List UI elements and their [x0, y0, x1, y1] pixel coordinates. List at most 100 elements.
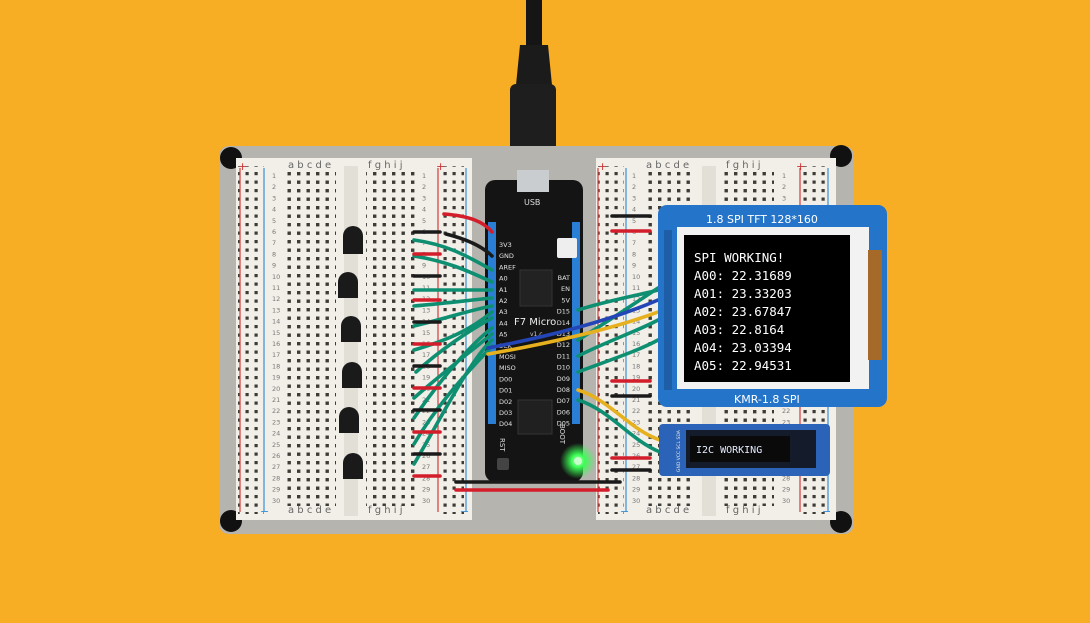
- row-number: 8: [632, 250, 636, 258]
- row-number: 24: [272, 430, 280, 438]
- mcu-pin-label: D02: [499, 398, 512, 406]
- row-number: 9: [422, 262, 426, 270]
- row-number: 28: [782, 474, 790, 482]
- row-number: 30: [272, 497, 280, 505]
- mcu-pin-label: A0: [499, 275, 508, 283]
- mcu-pin-label: D10: [557, 364, 570, 372]
- mcu-pin-label: D13: [557, 330, 570, 338]
- row-number: 22: [272, 407, 280, 415]
- row-number: 11: [422, 284, 430, 292]
- row-number: 1: [272, 172, 276, 180]
- row-number: 15: [422, 329, 430, 337]
- mcu-pin-label: D06: [557, 408, 570, 416]
- row-number: 8: [272, 250, 276, 258]
- row-number: 1: [422, 172, 426, 180]
- row-number: 23: [632, 418, 640, 426]
- row-number: 17: [272, 351, 280, 359]
- tft-line-a03: A03: 22.8164: [694, 322, 784, 337]
- row-number: 5: [632, 217, 636, 225]
- row-number: 11: [272, 284, 280, 292]
- mcu-pin-label: A4: [499, 319, 508, 327]
- oled-pin-labels: GND VCC SCL SDA: [676, 429, 682, 472]
- right-top-letters-fj: f g h i j: [726, 160, 760, 171]
- left-top-letters-ae: a b c d e: [288, 160, 331, 171]
- row-number: 2: [782, 183, 786, 191]
- row-number: 26: [272, 452, 280, 460]
- mcu-pin-label: D05: [557, 420, 570, 428]
- mcu-pin-label: D11: [557, 352, 570, 360]
- mcu-pin-label: A2: [499, 297, 508, 305]
- row-number: 7: [632, 239, 636, 247]
- row-number: 12: [272, 295, 280, 303]
- row-number: 11: [632, 284, 640, 292]
- mcu-pin-label: GND: [499, 252, 514, 260]
- row-number: 30: [632, 497, 640, 505]
- reset-button[interactable]: [497, 458, 509, 470]
- row-number: 6: [272, 228, 276, 236]
- row-number: 3: [422, 194, 426, 202]
- mcu-pin-label: A1: [499, 286, 508, 294]
- rail-plus-label: +: [436, 160, 445, 173]
- mcu-pin-label: AREF: [499, 263, 516, 271]
- mcu-pin-label: BAT: [558, 274, 570, 282]
- status-led: [574, 457, 582, 465]
- oled-text: I2C WORKING: [696, 445, 762, 456]
- rail-minus-label: −: [620, 505, 629, 518]
- mcu-pin-label: D12: [557, 341, 570, 349]
- row-number: 25: [272, 441, 280, 449]
- row-number: 13: [422, 306, 430, 314]
- mcu-pin-label: 3V3: [499, 241, 512, 249]
- row-number: 27: [422, 463, 430, 471]
- row-number: 29: [422, 486, 430, 494]
- reset-label: RST: [498, 438, 506, 452]
- tft-header-label: 1.8 SPI TFT 128*160: [706, 213, 818, 226]
- mcu-pin-label: 5V: [561, 296, 570, 304]
- row-number: 14: [272, 318, 280, 326]
- right-bottom-letters-ae: a b c d e: [646, 505, 689, 516]
- row-number: 2: [632, 183, 636, 191]
- tft-line-a00: A00: 22.31689: [694, 268, 792, 283]
- row-number: 2: [422, 183, 426, 191]
- mcu-pin-label: D04: [499, 420, 512, 428]
- row-number: 26: [422, 452, 430, 460]
- mcu-pin-label: D03: [499, 409, 512, 417]
- row-number: 26: [632, 452, 640, 460]
- mcu-pin-label: D09: [557, 375, 570, 383]
- rail-minus-label: −: [460, 505, 469, 518]
- f7-micro-board: USB F7 Micro v1.c RST BOOT 3V3GNDAREFA0A…: [485, 170, 596, 482]
- row-number: 27: [632, 463, 640, 471]
- row-number: 30: [782, 497, 790, 505]
- row-number: 17: [632, 351, 640, 359]
- row-number: 30: [422, 497, 430, 505]
- row-number: 21: [272, 396, 280, 404]
- row-number: 5: [422, 217, 426, 225]
- row-number: 22: [632, 407, 640, 415]
- row-number: 10: [272, 273, 280, 281]
- mcu-pin-label: D08: [557, 386, 570, 394]
- row-number: 24: [632, 430, 640, 438]
- left-bottom-letters-fj: f g h i j: [368, 505, 402, 516]
- tft-line-status: SPI WORKING!: [694, 250, 784, 265]
- left-bottom-letters-ae: a b c d e: [288, 505, 331, 516]
- row-number: 23: [272, 418, 280, 426]
- left-top-letters-fj: f g h i j: [368, 160, 402, 171]
- row-number: 18: [272, 362, 280, 370]
- mcu-pin-label: D14: [557, 319, 570, 327]
- row-number: 4: [272, 206, 276, 214]
- mcu-pin-label: D07: [557, 397, 570, 405]
- row-number: 7: [272, 239, 276, 247]
- row-number: 9: [632, 262, 636, 270]
- row-number: 18: [632, 362, 640, 370]
- mcu-pin-label: MISO: [499, 364, 516, 372]
- tft-line-a05: A05: 22.94531: [694, 358, 792, 373]
- row-number: 1: [782, 172, 786, 180]
- sensor-6: [343, 453, 363, 479]
- row-number: 1: [632, 172, 636, 180]
- row-number: 3: [632, 194, 636, 202]
- tft-line-a01: A01: 23.33203: [694, 286, 792, 301]
- row-number: 4: [632, 206, 636, 214]
- sensor-1: [343, 226, 363, 254]
- mcu-pin-label: D15: [557, 308, 570, 316]
- row-number: 20: [272, 385, 280, 393]
- row-number: 28: [632, 474, 640, 482]
